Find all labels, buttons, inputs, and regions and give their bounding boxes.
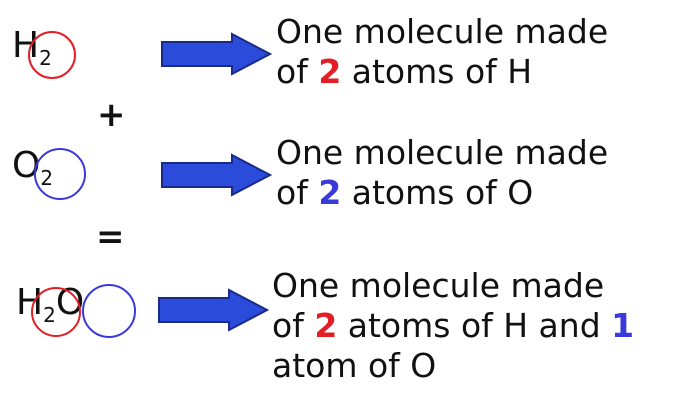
oxygen-atom-circle [82,284,136,338]
description-line: of 2 atoms of H and 1 [272,306,635,345]
description-line: One molecule made [276,12,609,51]
atom-count-hydrogen: 2 [318,52,342,91]
atom-count-oxygen: 1 [611,306,635,345]
plus-sign: + [97,95,126,135]
atom-count-oxygen: 2 [318,173,342,212]
description-o2: One molecule made of 2 atoms of O [276,133,608,213]
arrow-right-icon [161,32,272,76]
hydrogen-atom-circle [31,287,81,337]
equals-sign: = [96,217,125,257]
description-line: of 2 atoms of H [276,52,533,91]
oxygen-atom-circle [34,148,86,200]
description-line: One molecule made [276,133,609,172]
description-h2o: One molecule made of 2 atoms of H and 1 … [272,266,634,386]
description-line: One molecule made [272,266,605,305]
atom-count-hydrogen: 2 [314,306,338,345]
arrow-right-icon [161,153,272,197]
description-line: of 2 atoms of O [276,173,534,212]
arrow-right-icon [158,288,269,332]
description-h2: One molecule made of 2 atoms of H [276,12,608,92]
description-line: atom of O [272,346,437,385]
hydrogen-atom-circle [28,31,76,79]
